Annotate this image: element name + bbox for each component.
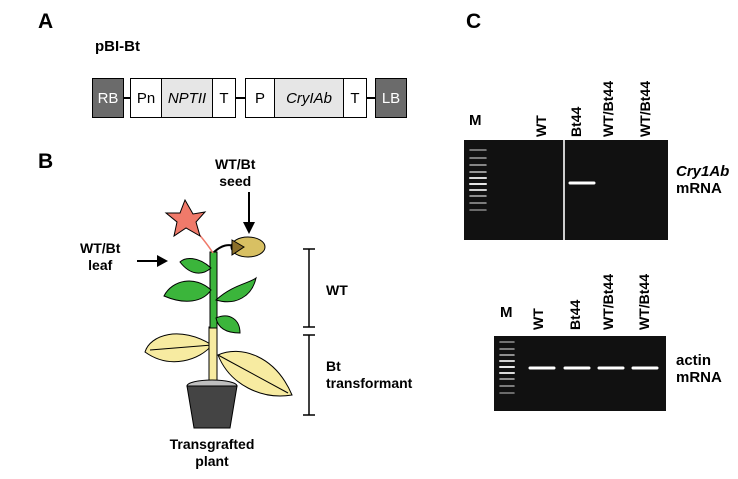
gel-bottom-marker-label: M xyxy=(500,304,513,321)
gel-top-lane-label-2: Bt44 xyxy=(568,106,584,137)
seed-arrow-head xyxy=(243,222,255,234)
construct-element-t2: T xyxy=(343,78,367,118)
gel-bottom-lane-label-1: WT xyxy=(530,308,546,330)
gel-bottom-target-label: actin mRNA xyxy=(676,352,722,386)
gel-top-lane-label-1: WT xyxy=(533,115,549,137)
construct-element-t1: T xyxy=(212,78,236,118)
wt-leaf-2 xyxy=(215,276,257,303)
construct-title: pBI-Bt xyxy=(95,38,140,55)
panel-letter-b: B xyxy=(38,150,54,173)
wt-leaf-4 xyxy=(215,315,241,334)
gel-bottom xyxy=(494,336,666,411)
gel-top-lane-label-4: WT/Bt44 xyxy=(637,81,653,137)
wt-section-label: WT xyxy=(326,282,348,298)
gel-top-divider xyxy=(563,140,565,240)
plant-caption: Transgrafted plant xyxy=(169,436,255,469)
leaf-label: WT/Bt leaf xyxy=(80,240,121,273)
construct-element-nptii: NPTII xyxy=(161,78,213,118)
gel-top-bands xyxy=(469,149,596,211)
gel-top-marker-label: M xyxy=(469,112,482,129)
gel-bottom-lane-label-3: WT/Bt44 xyxy=(600,274,616,330)
wt-leaf-3 xyxy=(179,258,212,274)
gel-bottom-lane-label-2: Bt44 xyxy=(567,299,583,330)
construct-backbone-line xyxy=(92,97,392,99)
pot xyxy=(186,385,238,429)
flower xyxy=(164,198,207,238)
wt-leaf-1 xyxy=(163,280,212,302)
seed-label: WT/Bt seed xyxy=(215,156,256,189)
gel-bottom-bands xyxy=(499,341,659,394)
bt-section-label: Bt transformant xyxy=(326,358,413,391)
seed-pod xyxy=(230,236,266,258)
gel-bottom-lane-label-4: WT/Bt44 xyxy=(636,274,652,330)
construct-element-rb: RB xyxy=(92,78,124,118)
leaf-arrow-head xyxy=(157,255,168,267)
gel-bottom-ladder xyxy=(499,341,515,394)
gel-top-lane-label-3: WT/Bt44 xyxy=(600,81,616,137)
panel-letter-a: A xyxy=(38,10,54,33)
gel-top-target-label: Cry1Ab mRNA xyxy=(676,163,730,197)
gel-top xyxy=(464,140,668,240)
panel-letter-c: C xyxy=(466,10,482,33)
gel-top-ladder xyxy=(469,149,487,211)
construct-element-lb: LB xyxy=(375,78,407,118)
construct-element-p: P xyxy=(245,78,275,118)
